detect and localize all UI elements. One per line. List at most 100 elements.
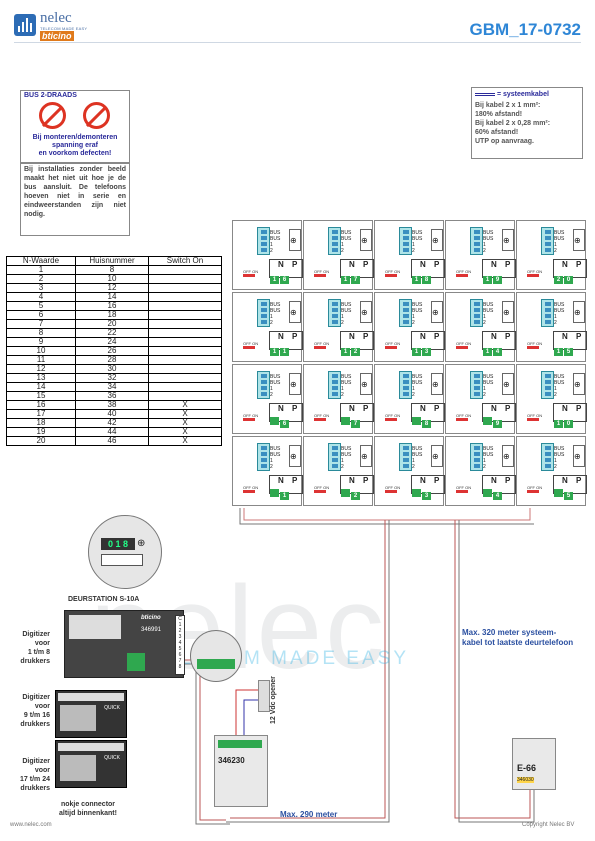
terminal-label: BUS <box>483 374 494 380</box>
terminal-label: 1 <box>483 458 486 464</box>
p-value: 9 <box>493 420 502 428</box>
bus-wire <box>176 659 226 821</box>
switch-label: OFF ON <box>243 269 259 277</box>
switch-label: OFF ON <box>527 269 543 277</box>
np-switch-values: 8 <box>411 412 443 428</box>
terminal-label: 1 <box>341 458 344 464</box>
terminal-label: 2 <box>554 392 557 398</box>
n-value <box>270 417 279 425</box>
terminal-label: 1 <box>554 458 557 464</box>
terminal-label: 1 <box>270 458 273 464</box>
footer-website: www.nelec.com <box>10 822 52 828</box>
terminal-label: BUS <box>341 446 352 452</box>
terminal-label: 1 <box>483 242 486 248</box>
bus-wire <box>239 508 534 525</box>
n-label: N <box>349 332 355 341</box>
power-wire <box>243 699 262 735</box>
switch-label: OFF ON <box>527 413 543 421</box>
terminal-label: BUS <box>412 452 423 458</box>
terminal-label: 1 <box>554 242 557 248</box>
terminal-label: BUS <box>483 446 494 452</box>
document-id: GBM_17-0732 <box>469 20 581 39</box>
warning-line: Bij monteren/demonteren <box>32 134 118 141</box>
n-value: 1 <box>412 276 421 284</box>
display-magnifier: 0 1 8 ⊕ <box>88 515 162 589</box>
bus-terminal-icon <box>470 227 483 255</box>
handset-jack-icon <box>360 301 372 323</box>
opener-label: 12 Vdc opener <box>270 676 277 724</box>
terminal-label: 2 <box>341 392 344 398</box>
handset-jack-icon <box>289 445 301 467</box>
terminal-label: 2 <box>483 392 486 398</box>
switch-label: OFF ON <box>385 413 401 421</box>
p-value: 2 <box>351 492 360 500</box>
bus-terminal-icon <box>399 371 412 399</box>
terminal-label: BUS <box>554 230 565 236</box>
bus-terminal-icon <box>257 227 270 255</box>
cable-note: UTP op aanvraag. <box>475 138 535 145</box>
brand-tagline: TELECOM MADE EASY <box>40 26 88 31</box>
digitizer-module: QUICK <box>55 690 127 738</box>
footer-copyright: Copyright Nelec BV <box>522 822 575 828</box>
p-label: P <box>505 332 511 341</box>
terminal-label: BUS <box>483 236 494 242</box>
bus-terminal-icon <box>470 443 483 471</box>
warning-title: BUS 2-DRAADS <box>24 92 77 99</box>
switch-label: OFF ON <box>456 485 472 493</box>
np-switch-values: 6 <box>269 412 301 428</box>
terminal-label: 2 <box>270 464 273 470</box>
n-label: N <box>562 476 568 485</box>
terminal-label: BUS <box>341 374 352 380</box>
terminal-label: 1 <box>270 386 273 392</box>
bus-terminal-icon <box>328 227 341 255</box>
no-plug-icon <box>39 102 66 129</box>
terminal-label: BUS <box>341 302 352 308</box>
p-value: 3 <box>422 492 431 500</box>
warning-line: spanning eraf <box>52 142 98 149</box>
p-label: P <box>434 404 440 413</box>
terminal-label: BUS <box>341 452 352 458</box>
n-value: 1 <box>270 348 279 356</box>
bus-terminal-icon <box>328 443 341 471</box>
p-value: 7 <box>351 276 360 284</box>
supply-terminal <box>218 740 262 748</box>
terminal-label: BUS <box>412 446 423 452</box>
p-label: P <box>292 476 298 485</box>
terminal-label: 1 <box>483 314 486 320</box>
terminal-label: BUS <box>483 452 494 458</box>
n-value <box>412 489 421 497</box>
np-switch-values: 4 <box>482 484 514 500</box>
terminal-label: 2 <box>483 248 486 254</box>
n-value: 1 <box>483 276 492 284</box>
power-supply: 346230 <box>214 735 268 807</box>
p-label: P <box>576 332 582 341</box>
terminal-label: 2 <box>412 248 415 254</box>
p-value: 0 <box>564 420 573 428</box>
n-label: N <box>491 332 497 341</box>
p-value: 7 <box>351 420 360 428</box>
p-value: 8 <box>422 420 431 428</box>
n-value <box>270 489 279 497</box>
n-value: 2 <box>554 276 563 284</box>
p-value: 4 <box>493 348 502 356</box>
n-value: 1 <box>270 276 279 284</box>
bus-wire <box>243 508 531 521</box>
switch-label: OFF ON <box>243 341 259 349</box>
handset-jack-icon <box>360 373 372 395</box>
cable-note: 180% afstand! <box>475 111 523 118</box>
n-label: N <box>278 332 284 341</box>
terminal-label: BUS <box>270 452 281 458</box>
door-opener <box>258 680 270 712</box>
